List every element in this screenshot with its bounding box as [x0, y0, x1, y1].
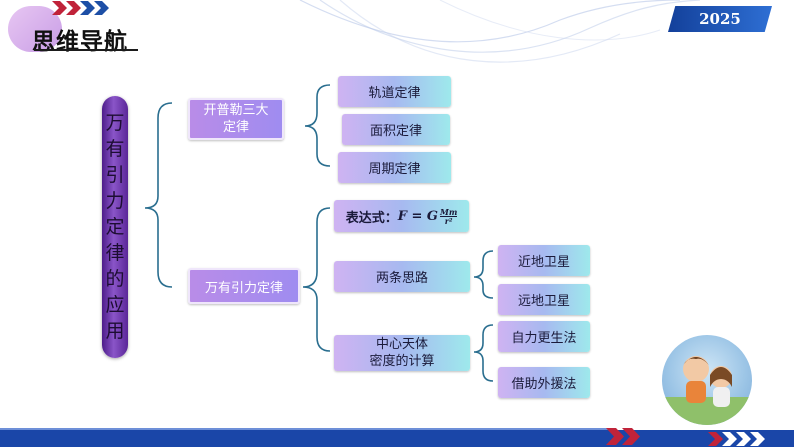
root-char: 应 [105, 294, 125, 316]
node-external-aid-method: 借助外援法 [498, 367, 590, 398]
footer-bar [0, 430, 794, 447]
node-area-law: 面积定律 [342, 114, 450, 145]
node-far-earth-satellite: 远地卫星 [498, 284, 590, 315]
chevron-decoration-icon [52, 1, 109, 15]
node-two-approaches: 两条思路 [334, 261, 470, 292]
node-orbit-law: 轨道定律 [338, 76, 451, 107]
root-node: 万 有 引 力 定 律 的 应 用 [102, 96, 128, 358]
root-char: 定 [105, 216, 125, 238]
node-density-calculation: 中心天体 密度的计算 [334, 335, 470, 371]
node-period-law: 周期定律 [338, 152, 451, 183]
root-char: 力 [105, 190, 125, 212]
node-near-earth-satellite: 近地卫星 [498, 245, 590, 276]
footer-accent-band [0, 428, 610, 431]
node-self-reliance-method: 自力更生法 [498, 321, 590, 352]
node-gravity-law: 万有引力定律 [188, 268, 300, 304]
title-underline [34, 49, 138, 51]
root-char: 引 [105, 164, 125, 186]
year-badge: 2025 [668, 6, 772, 32]
node-kepler-laws: 开普勒三大 定律 [188, 98, 284, 140]
kids-illustration [662, 335, 752, 425]
root-char: 用 [105, 320, 125, 342]
footer-chevrons-right-icon [708, 432, 765, 446]
root-char: 有 [105, 138, 125, 160]
footer-chevron-icon [606, 428, 640, 445]
header-accent-pill [8, 6, 62, 52]
root-char: 万 [105, 112, 125, 134]
root-char: 律 [105, 242, 125, 264]
root-char: 的 [105, 268, 125, 290]
